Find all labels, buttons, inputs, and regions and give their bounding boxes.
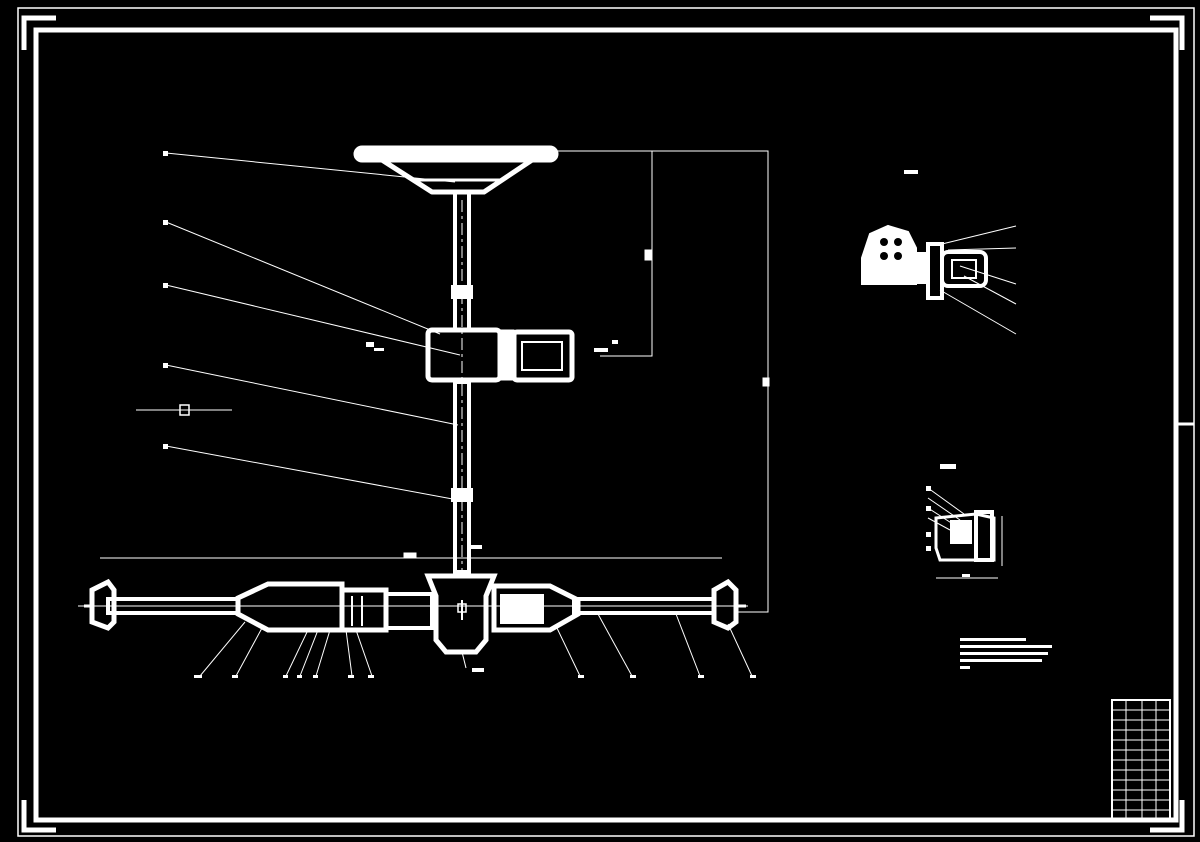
leader-lines-left <box>136 152 461 501</box>
sheet-frame <box>17 7 1195 837</box>
title-block[interactable] <box>1111 699 1171 821</box>
technical-notes <box>960 638 1052 669</box>
dimension-lines <box>100 150 770 613</box>
detail-view-a[interactable] <box>861 170 1017 335</box>
steering-wheel[interactable] <box>353 145 559 195</box>
steering-rack[interactable] <box>78 573 748 655</box>
leader-dots-left <box>163 151 168 449</box>
section-marker <box>179 404 190 416</box>
column-housing[interactable] <box>425 327 575 383</box>
leader-dots-bottom <box>194 675 756 678</box>
frame-corner-marks <box>21 15 1185 833</box>
leader-lines-bottom <box>199 613 753 677</box>
detail-view-b[interactable] <box>926 464 1003 579</box>
section-labels-main <box>366 340 618 672</box>
